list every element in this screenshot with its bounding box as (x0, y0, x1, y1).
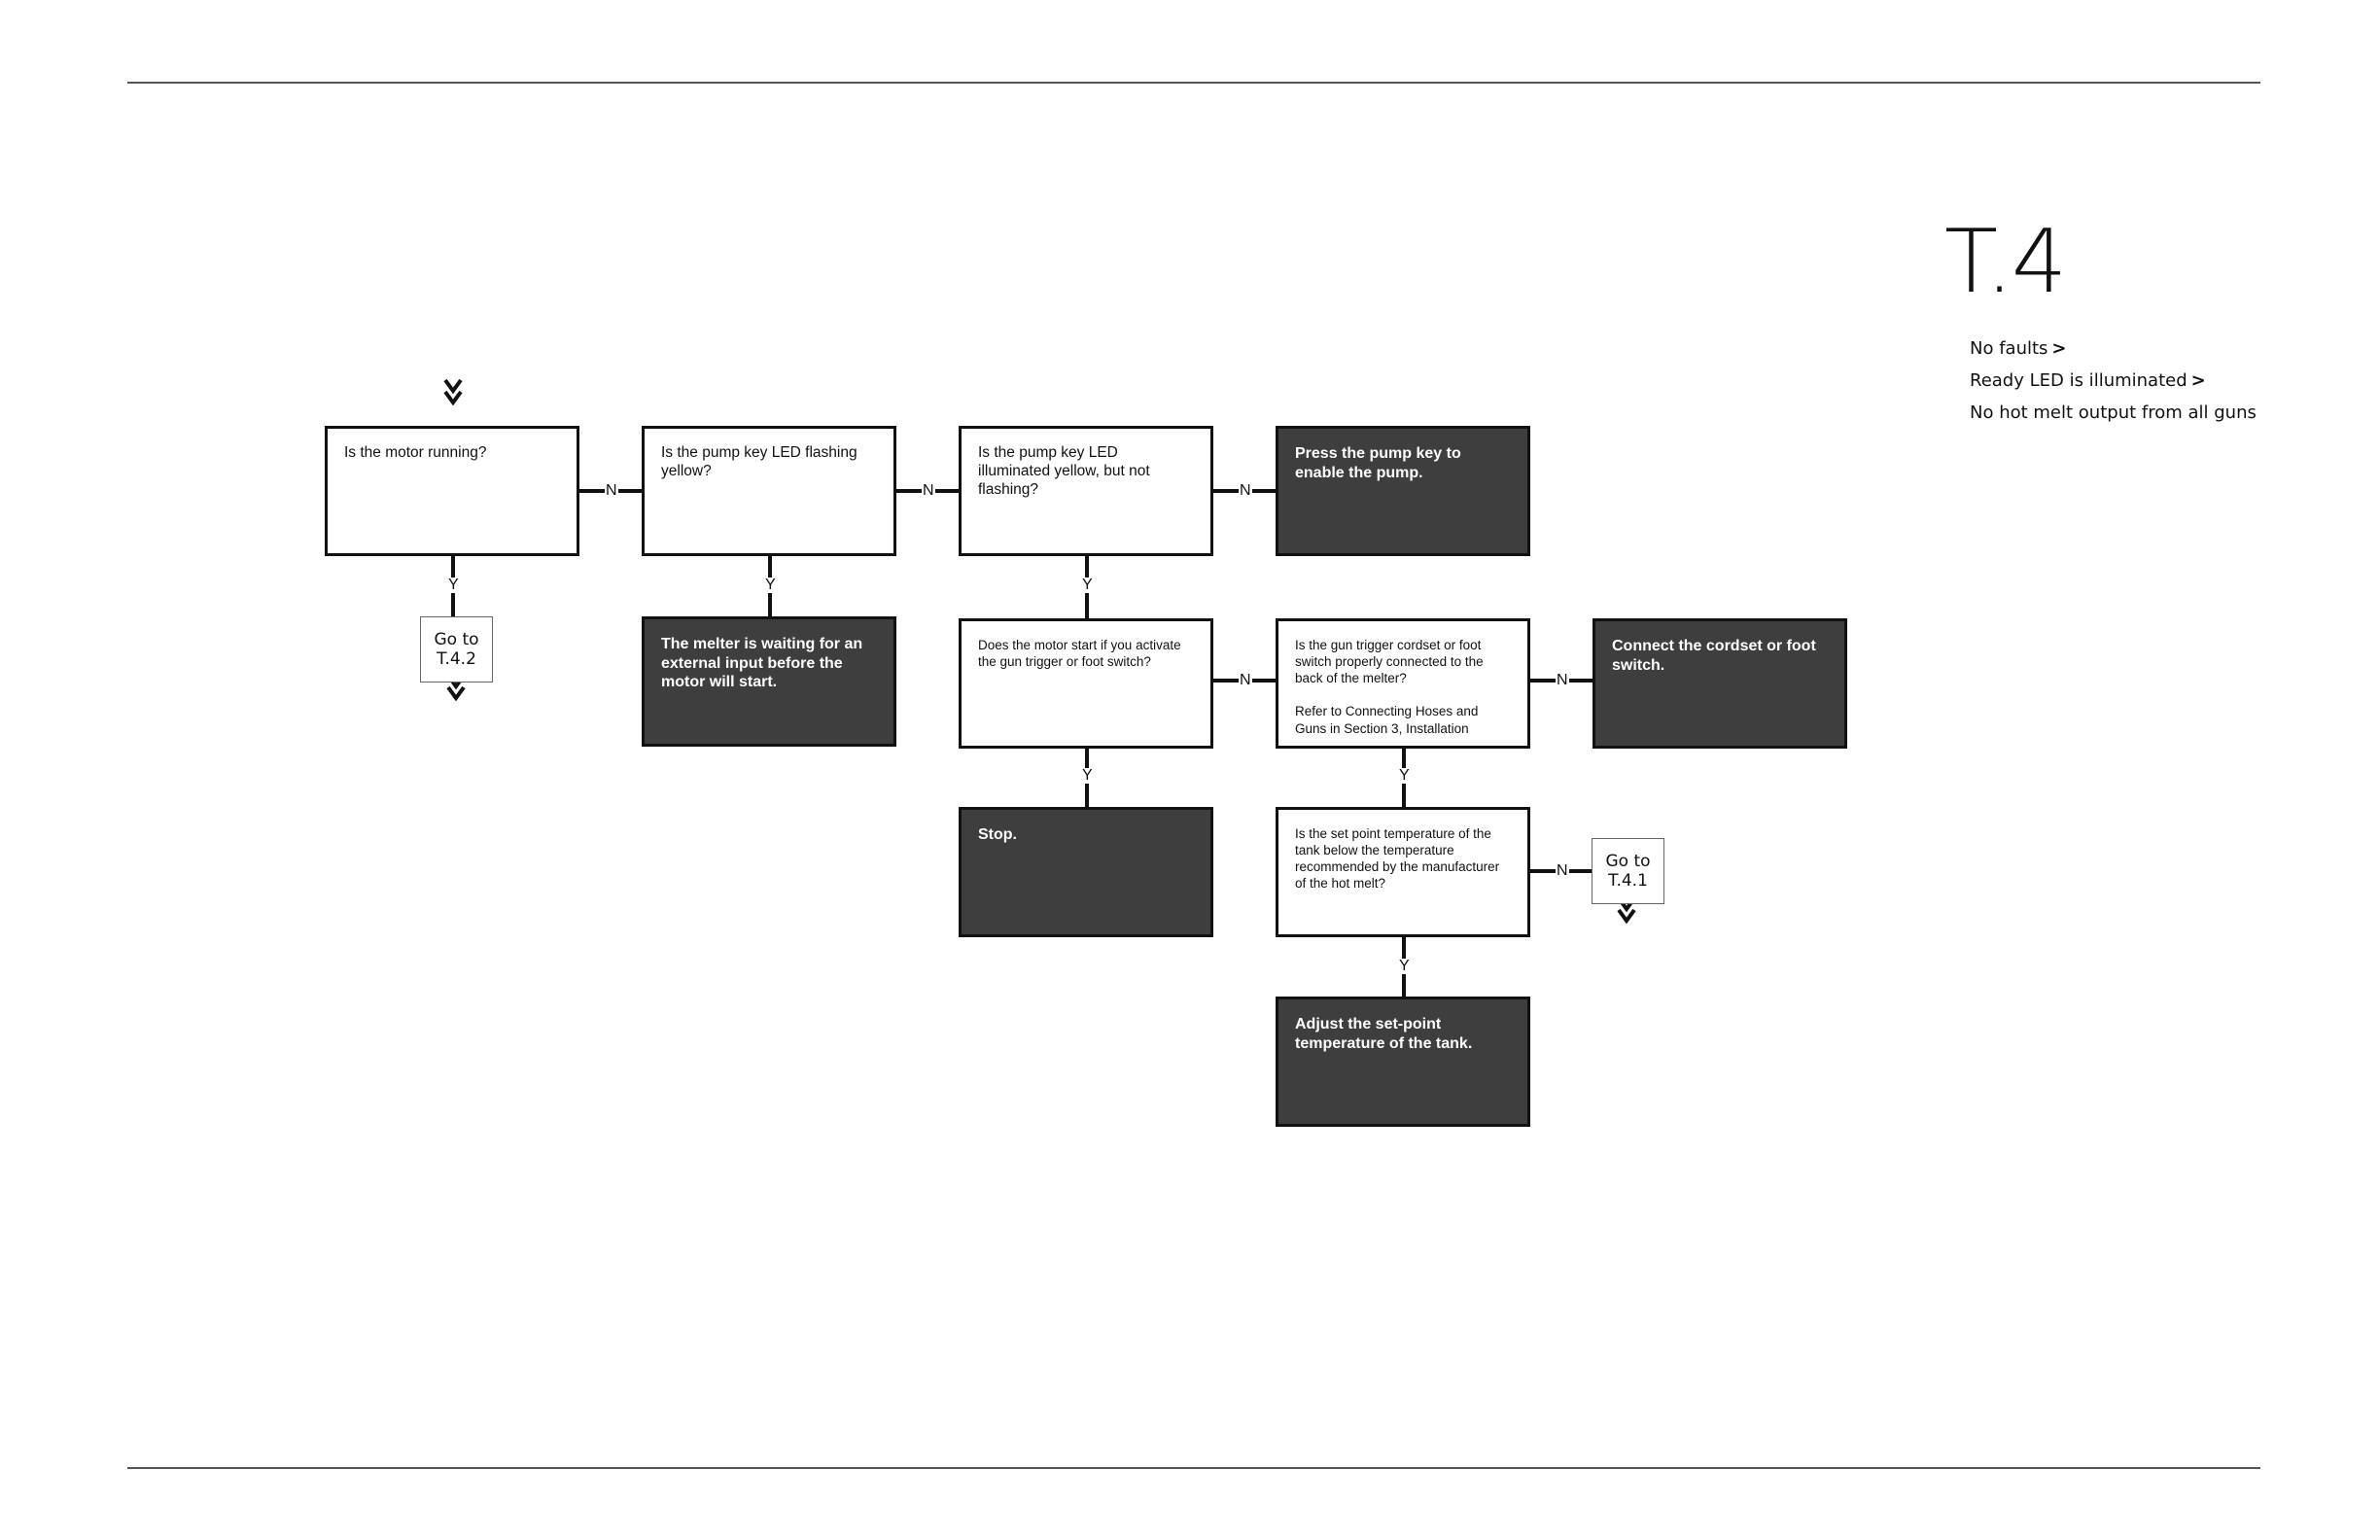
question-motor-start: Does the motor start if you activate the… (959, 618, 1213, 749)
question-cordset-connected: Is the gun trigger cordset or foot switc… (1276, 618, 1530, 749)
top-rule (127, 82, 2260, 84)
label-yes-2: Y (764, 577, 777, 593)
label-no-5: N (1556, 672, 1569, 688)
entry-chevron-icon (443, 390, 463, 406)
action-adjust-setpoint: Adjust the set-point temperature of the … (1276, 997, 1530, 1127)
breadcrumb-item-3: No hot melt output from all guns (1970, 402, 2257, 423)
label-no-2: N (922, 482, 935, 499)
label-yes-1: Y (447, 577, 460, 593)
label-no-1: N (605, 482, 618, 499)
section-code: T.4 (1944, 211, 2067, 313)
label-yes-3: Y (1081, 577, 1094, 593)
goto-t41-chevron-icon (1617, 908, 1636, 925)
question-pump-led-flashing: Is the pump key LED flashing yellow? (642, 426, 896, 556)
action-connect-cordset: Connect the cordset or foot switch. (1592, 618, 1847, 749)
action-stop: Stop. (959, 807, 1213, 937)
action-press-pump-key: Press the pump key to enable the pump. (1276, 426, 1530, 556)
breadcrumb-item-1: No faults> (1970, 338, 2067, 359)
label-no-4: N (1239, 672, 1252, 688)
label-yes-6: Y (1398, 958, 1411, 974)
label-no-3: N (1239, 482, 1252, 499)
label-yes-4: Y (1081, 767, 1094, 784)
entry-chevron-icon (443, 378, 463, 395)
bottom-rule (127, 1467, 2260, 1469)
question-motor-running: Is the motor running? (325, 426, 579, 556)
question-setpoint-temperature: Is the set point temperature of the tank… (1276, 807, 1530, 937)
breadcrumb-item-2: Ready LED is illuminated> (1970, 370, 2206, 391)
action-waiting-external-input: The melter is waiting for an external in… (642, 616, 896, 747)
label-no-6: N (1556, 862, 1569, 879)
goto-t42-chevron-icon (446, 685, 466, 702)
question-pump-led-solid: Is the pump key LED illuminated yellow, … (959, 426, 1213, 556)
label-yes-5: Y (1398, 767, 1411, 784)
